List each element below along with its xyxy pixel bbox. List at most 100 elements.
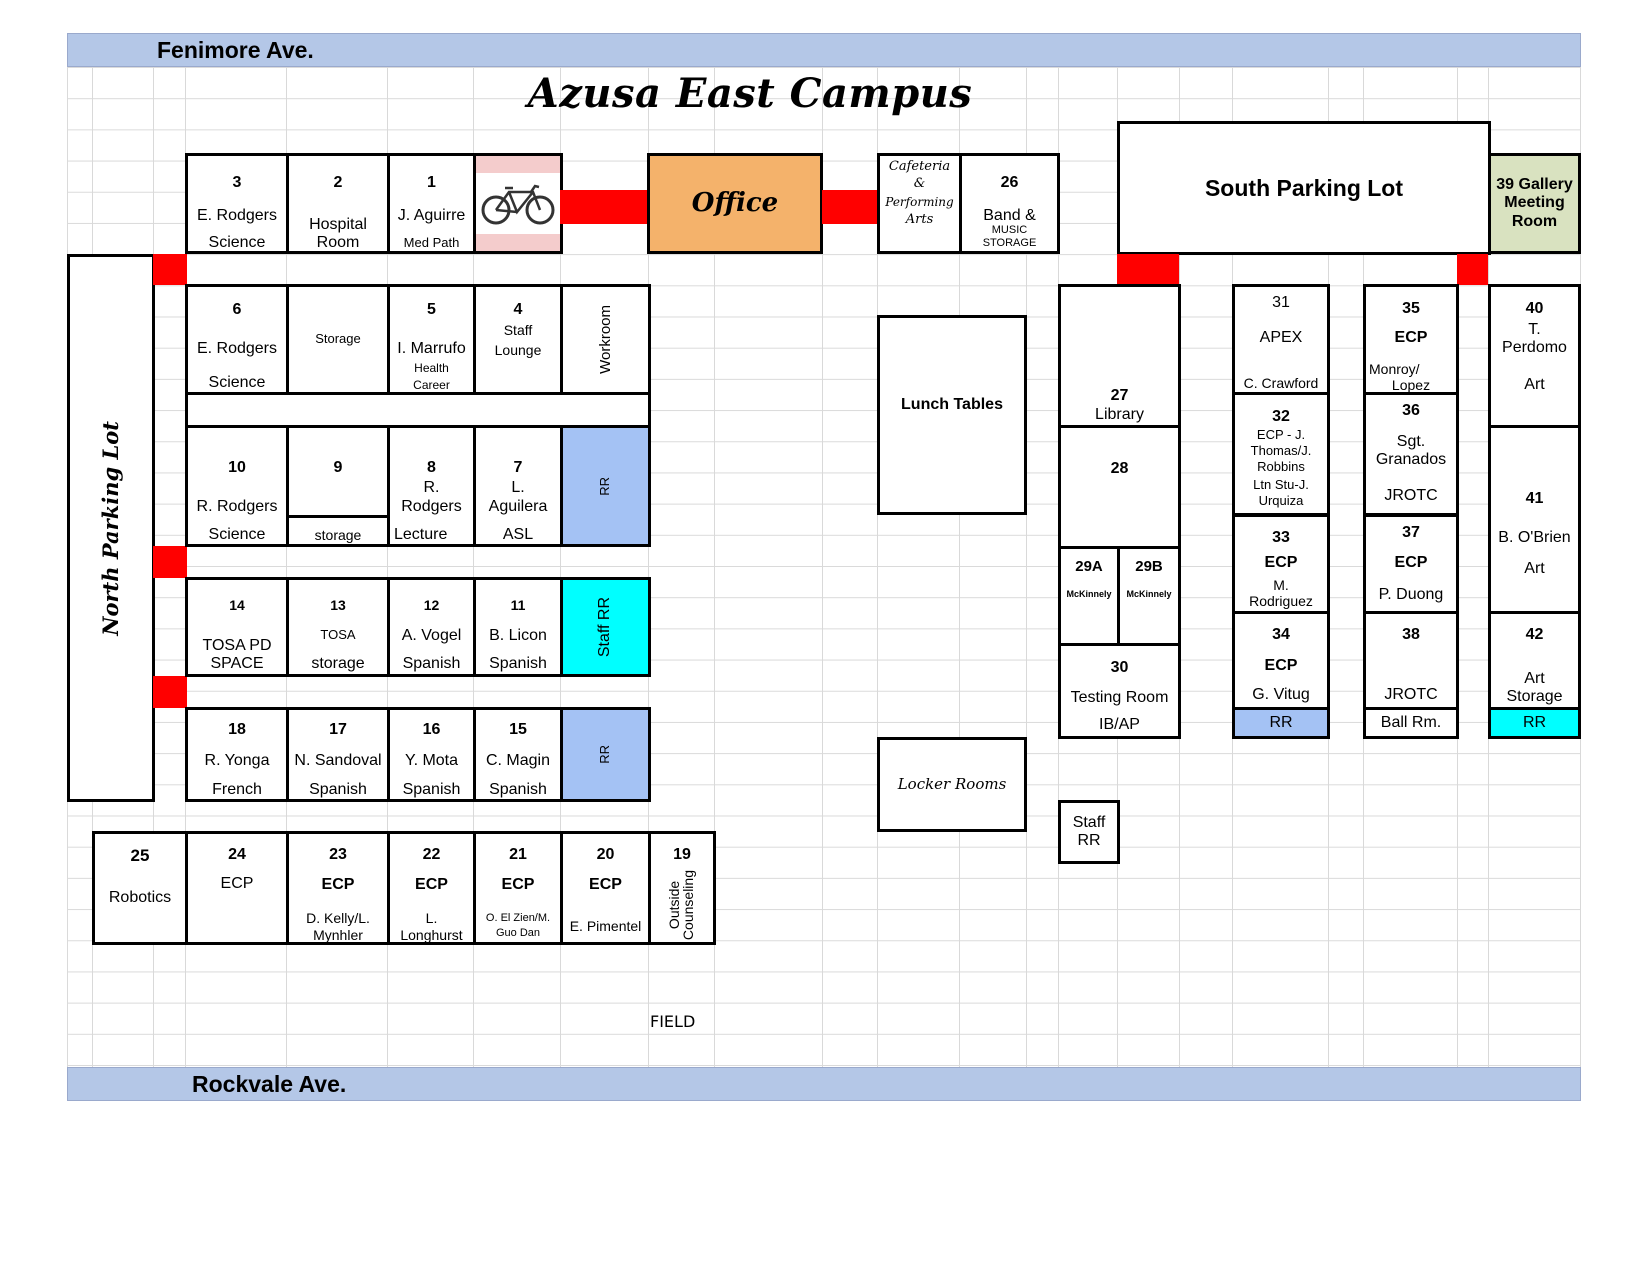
room-39-gallery[interactable]: 39 Gallery Meeting Room — [1488, 153, 1581, 254]
room-teacher: R. — [423, 479, 440, 496]
room-number: 5 — [427, 301, 436, 318]
room-19[interactable]: 19 Outside Counseling — [648, 831, 716, 945]
room-17[interactable]: 17 N. Sandoval Spanish — [286, 707, 390, 802]
staff-restroom[interactable]: Staff RR — [560, 577, 651, 677]
room-23[interactable]: 23 ECP D. Kelly/L. Mynhler — [286, 831, 390, 945]
lunch-tables[interactable]: Lunch Tables — [877, 315, 1027, 515]
room-teacher: McKinnely — [1126, 589, 1172, 599]
room-subject: Spanish — [489, 655, 547, 672]
room-33[interactable]: 33 ECP M. Rodriguez — [1232, 514, 1330, 614]
south-parking-label: South Parking Lot — [1204, 174, 1404, 201]
room-name-line2: Lounge — [494, 342, 542, 358]
room-27-library[interactable]: 27 Library — [1058, 284, 1181, 428]
room-42[interactable]: 42 Art Storage — [1488, 611, 1581, 710]
room-3[interactable]: 3 E. Rodgers Science — [185, 153, 289, 254]
room-28[interactable]: 28 — [1058, 425, 1181, 549]
room-number: 3 — [232, 174, 242, 191]
room-11[interactable]: 11 B. Licon Spanish — [473, 577, 563, 677]
room-number: 13 — [330, 597, 346, 613]
room-1[interactable]: 1 J. Aguirre Med Path — [387, 153, 476, 254]
room-34[interactable]: 34 ECP G. Vitug — [1232, 611, 1330, 710]
workroom-label: Workroom — [596, 305, 614, 374]
room-26[interactable]: 26 Band & MUSIC STORAGE — [959, 153, 1060, 254]
room-teacher: Rodriguez — [1249, 593, 1313, 609]
restroom[interactable]: RR — [1232, 707, 1330, 739]
room-2[interactable]: 2 Hospital Room — [286, 153, 390, 254]
room-29a[interactable]: 29A McKinnely — [1058, 546, 1120, 646]
room-number: 12 — [423, 597, 440, 613]
restroom-label: RR — [1522, 713, 1547, 731]
staff-restroom[interactable]: Staff RR — [1058, 800, 1120, 864]
room-10[interactable]: 10 R. Rodgers Science — [185, 425, 289, 547]
room-30[interactable]: 30 Testing Room IB/AP — [1058, 643, 1181, 739]
room-7[interactable]: 7 L. Aguilera ASL — [473, 425, 563, 547]
storage-room[interactable]: Storage — [286, 284, 390, 395]
room-25[interactable]: 25 Robotics — [92, 831, 188, 945]
grid-line — [959, 67, 960, 1067]
room-teacher: Longhurst — [400, 927, 463, 943]
room-teacher: M. — [1273, 577, 1289, 593]
room-15[interactable]: 15 C. Magin Spanish — [473, 707, 563, 802]
room-subject: Science — [208, 526, 266, 543]
room-20[interactable]: 20 ECP E. Pimentel — [560, 831, 651, 945]
room-4-staff-lounge[interactable]: 4 Staff Lounge — [473, 284, 563, 395]
room-name-line2: SPACE — [210, 655, 264, 672]
room-teacher: G. Vitug — [1252, 686, 1310, 703]
room-5[interactable]: 5 I. Marrufo Health Career — [387, 284, 476, 395]
room-teacher: Monroy/ — [1369, 361, 1420, 377]
room-12[interactable]: 12 A. Vogel Spanish — [387, 577, 476, 677]
cafeteria-performing-arts[interactable]: Cafeteria & Performing Arts — [877, 153, 962, 254]
room-38[interactable]: 38 JROTC — [1363, 611, 1459, 710]
ball-room[interactable]: Ball Rm. — [1363, 707, 1459, 739]
room-teacher: B. Licon — [489, 627, 547, 644]
room-29b[interactable]: 29B McKinnely — [1117, 546, 1181, 646]
room-number: 29B — [1135, 558, 1163, 575]
room-32[interactable]: 32 ECP - J. Thomas/J. Robbins Ltn Stu-J.… — [1232, 392, 1330, 516]
room-31[interactable]: 31 APEX C. Crawford — [1232, 284, 1330, 395]
room-number: 15 — [509, 721, 527, 738]
north-parking-lot[interactable]: North Parking Lot — [67, 254, 155, 802]
south-parking-lot[interactable]: South Parking Lot — [1117, 121, 1491, 255]
room-teacher: R. Yonga — [204, 752, 270, 769]
restroom[interactable]: RR — [560, 707, 651, 802]
room-teacher: Mynhler — [313, 927, 363, 943]
room-subject: Science — [208, 374, 266, 391]
room-16[interactable]: 16 Y. Mota Spanish — [387, 707, 476, 802]
room-24[interactable]: 24 ECP — [185, 831, 289, 945]
room-teacher: R. Rodgers — [196, 498, 278, 515]
room-40[interactable]: 40 T. Perdomo Art — [1488, 284, 1581, 428]
bike-parking[interactable] — [473, 153, 563, 254]
room-subject: Health — [414, 361, 449, 375]
room-subject: IB/AP — [1099, 716, 1140, 733]
room-35[interactable]: 35 ECP Monroy/ Lopez — [1363, 284, 1459, 395]
room-number: 1 — [427, 174, 436, 191]
locker-rooms[interactable]: Locker Rooms — [877, 737, 1027, 832]
room-8[interactable]: 8 R. Rodgers Lecture — [387, 425, 476, 547]
room-37[interactable]: 37 ECP P. Duong — [1363, 514, 1459, 614]
room-9[interactable]: 9 storage — [286, 425, 390, 547]
room-number: 21 — [509, 846, 527, 863]
room-36[interactable]: 36 Sgt. Granados JROTC — [1363, 392, 1459, 516]
room-teacher: B. O'Brien — [1498, 529, 1571, 546]
gallery-label: 39 Gallery — [1496, 175, 1573, 193]
grid-line — [1026, 67, 1027, 1067]
room-number: 19 — [673, 846, 691, 863]
room-number: 25 — [130, 846, 150, 865]
room-6[interactable]: 6 E. Rodgers Science — [185, 284, 289, 395]
room-13[interactable]: 13 TOSA storage — [286, 577, 390, 677]
room-subject: Urquiza — [1258, 493, 1304, 508]
room-14[interactable]: 14 TOSA PD SPACE — [185, 577, 289, 677]
restroom[interactable]: RR — [1488, 707, 1581, 739]
room-18[interactable]: 18 R. Yonga French — [185, 707, 289, 802]
room-41[interactable]: 41 B. O'Brien Art — [1488, 425, 1581, 614]
room-21[interactable]: 21 ECP O. El Zien/M. Guo Dan — [473, 831, 563, 945]
room-number: 10 — [228, 459, 246, 476]
room-number: 34 — [1272, 626, 1290, 643]
room-22[interactable]: 22 ECP L. Longhurst — [387, 831, 476, 945]
restroom[interactable]: RR — [560, 425, 651, 547]
room-name-line2: Room — [316, 234, 360, 251]
room-name: TOSA — [320, 627, 356, 642]
workroom[interactable]: Workroom — [560, 284, 651, 395]
room-teacher: ECP - J. — [1256, 427, 1306, 442]
office[interactable]: Office — [647, 153, 823, 254]
